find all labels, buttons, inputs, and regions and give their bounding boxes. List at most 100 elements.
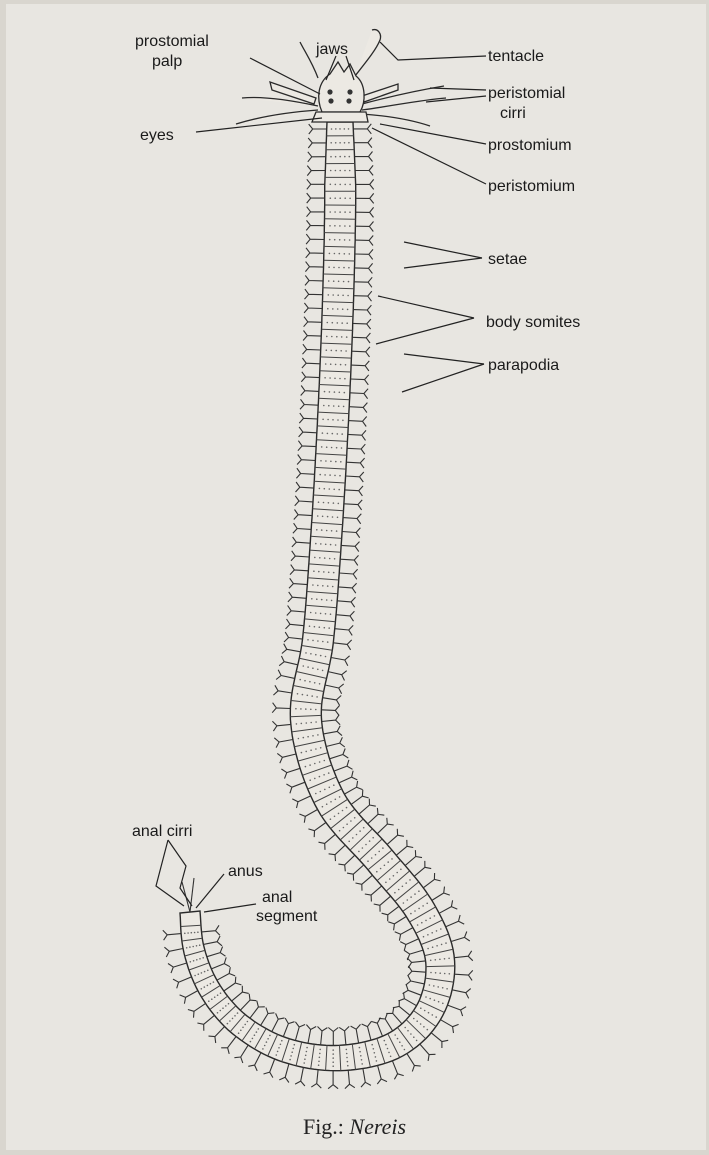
segment-stipple xyxy=(309,681,311,683)
leader-anal-cirri xyxy=(156,840,184,906)
eye-right-2 xyxy=(346,98,351,103)
parapodium xyxy=(299,810,317,823)
segment-stipple xyxy=(306,1051,308,1053)
segment-stipple xyxy=(326,349,328,351)
segment-stipple xyxy=(342,810,344,812)
worm-body xyxy=(163,122,473,1089)
segment-stipple xyxy=(324,789,326,791)
segment-stipple xyxy=(193,960,195,962)
segment-stipple xyxy=(303,737,305,739)
parapodium xyxy=(392,1061,403,1080)
segment-stipple xyxy=(336,447,338,449)
segment-stipple xyxy=(238,1032,240,1034)
segment-stipple xyxy=(336,530,338,532)
segment-stipple xyxy=(305,708,307,710)
parapodium xyxy=(286,782,305,793)
caption-species-name: Nereis xyxy=(349,1114,406,1139)
segment-stipple xyxy=(338,503,340,505)
parapodium xyxy=(292,537,310,547)
parapodium xyxy=(303,331,321,341)
segment-stipple xyxy=(431,932,433,934)
segment-stipple xyxy=(449,973,451,975)
segment-stipple xyxy=(365,844,367,846)
segment-stipple xyxy=(194,975,196,977)
segment-stipple xyxy=(387,861,389,863)
segment-stipple xyxy=(345,364,347,366)
segment-stipple xyxy=(266,1041,268,1043)
parapodium xyxy=(272,721,290,731)
segment-stipple xyxy=(309,764,311,766)
segment-stipple xyxy=(321,446,323,448)
parapodium xyxy=(211,957,230,969)
segment-stipple xyxy=(326,336,328,338)
segment-stipple xyxy=(361,1063,363,1065)
parapodium xyxy=(377,1066,387,1085)
segment-stipple xyxy=(252,1038,254,1040)
parapodium xyxy=(356,875,373,891)
segment-stipple xyxy=(322,432,324,434)
segment-stipple xyxy=(359,1051,361,1053)
segment-stipple xyxy=(258,1028,260,1030)
segment-stipple xyxy=(334,211,336,213)
leader-eyes xyxy=(196,118,322,132)
parapodium xyxy=(356,179,374,189)
segment-stipple xyxy=(444,973,446,975)
segment-stipple xyxy=(327,419,329,421)
parapodium xyxy=(272,703,290,713)
segment-stipple xyxy=(192,946,194,948)
segment-stipple xyxy=(339,184,341,186)
segment-stipple xyxy=(347,309,349,311)
segment-stipple xyxy=(330,156,332,158)
parapodium xyxy=(340,555,358,565)
parapodium xyxy=(303,344,321,354)
parapodium xyxy=(307,166,325,176)
segment-stipple xyxy=(407,899,409,901)
parapodium xyxy=(273,685,292,695)
segment-stipple xyxy=(305,1055,307,1057)
segment-stipple xyxy=(374,1052,376,1054)
parapodium xyxy=(240,994,256,1010)
parapodium xyxy=(328,1028,338,1046)
segment-stipple xyxy=(417,924,419,926)
parapodium xyxy=(306,248,324,258)
leader-peristomial-cirri-1 xyxy=(430,88,486,90)
segment-stipple xyxy=(294,1044,296,1046)
leader-anal-segment xyxy=(204,904,256,912)
parapodium xyxy=(323,726,342,736)
parapodium xyxy=(292,796,310,808)
parapodium xyxy=(420,1044,436,1061)
label-prostomial-palp-line1: prostomial xyxy=(135,33,209,50)
segment-stipple xyxy=(194,932,196,934)
segment-stipple xyxy=(291,1051,293,1053)
segment-stipple xyxy=(332,433,334,435)
segment-stipple xyxy=(296,723,298,725)
segment-stipple xyxy=(335,184,337,186)
parapodium xyxy=(351,375,369,385)
parapodium xyxy=(305,289,323,299)
segment-stipple xyxy=(337,322,339,324)
segment-stipple xyxy=(317,585,319,587)
segment-stipple xyxy=(328,502,330,504)
segment-stipple xyxy=(227,1023,229,1025)
segment-stipple xyxy=(332,1049,334,1051)
segment-stipple xyxy=(213,981,215,983)
segment-stipple xyxy=(303,665,305,667)
segment-stipple xyxy=(387,1048,389,1050)
parapodium xyxy=(290,565,308,575)
segment-stipple xyxy=(267,1038,269,1040)
label-tentacle: tentacle xyxy=(488,48,544,65)
segment-stipple xyxy=(337,433,339,435)
parapodium xyxy=(306,234,324,244)
segment-stipple xyxy=(380,868,382,870)
segment-stipple xyxy=(318,1061,320,1063)
peristomial-cirrus-l2 xyxy=(236,110,318,124)
parapodium xyxy=(284,632,303,642)
parapodium xyxy=(308,823,326,838)
segment-stipple xyxy=(369,840,371,842)
segment-stipple xyxy=(397,1038,399,1040)
parapodium xyxy=(188,1003,206,1017)
parapodium xyxy=(374,896,391,912)
segment-stipple xyxy=(382,847,384,849)
segment-stipple xyxy=(318,1064,320,1066)
segment-stipple xyxy=(350,820,352,822)
